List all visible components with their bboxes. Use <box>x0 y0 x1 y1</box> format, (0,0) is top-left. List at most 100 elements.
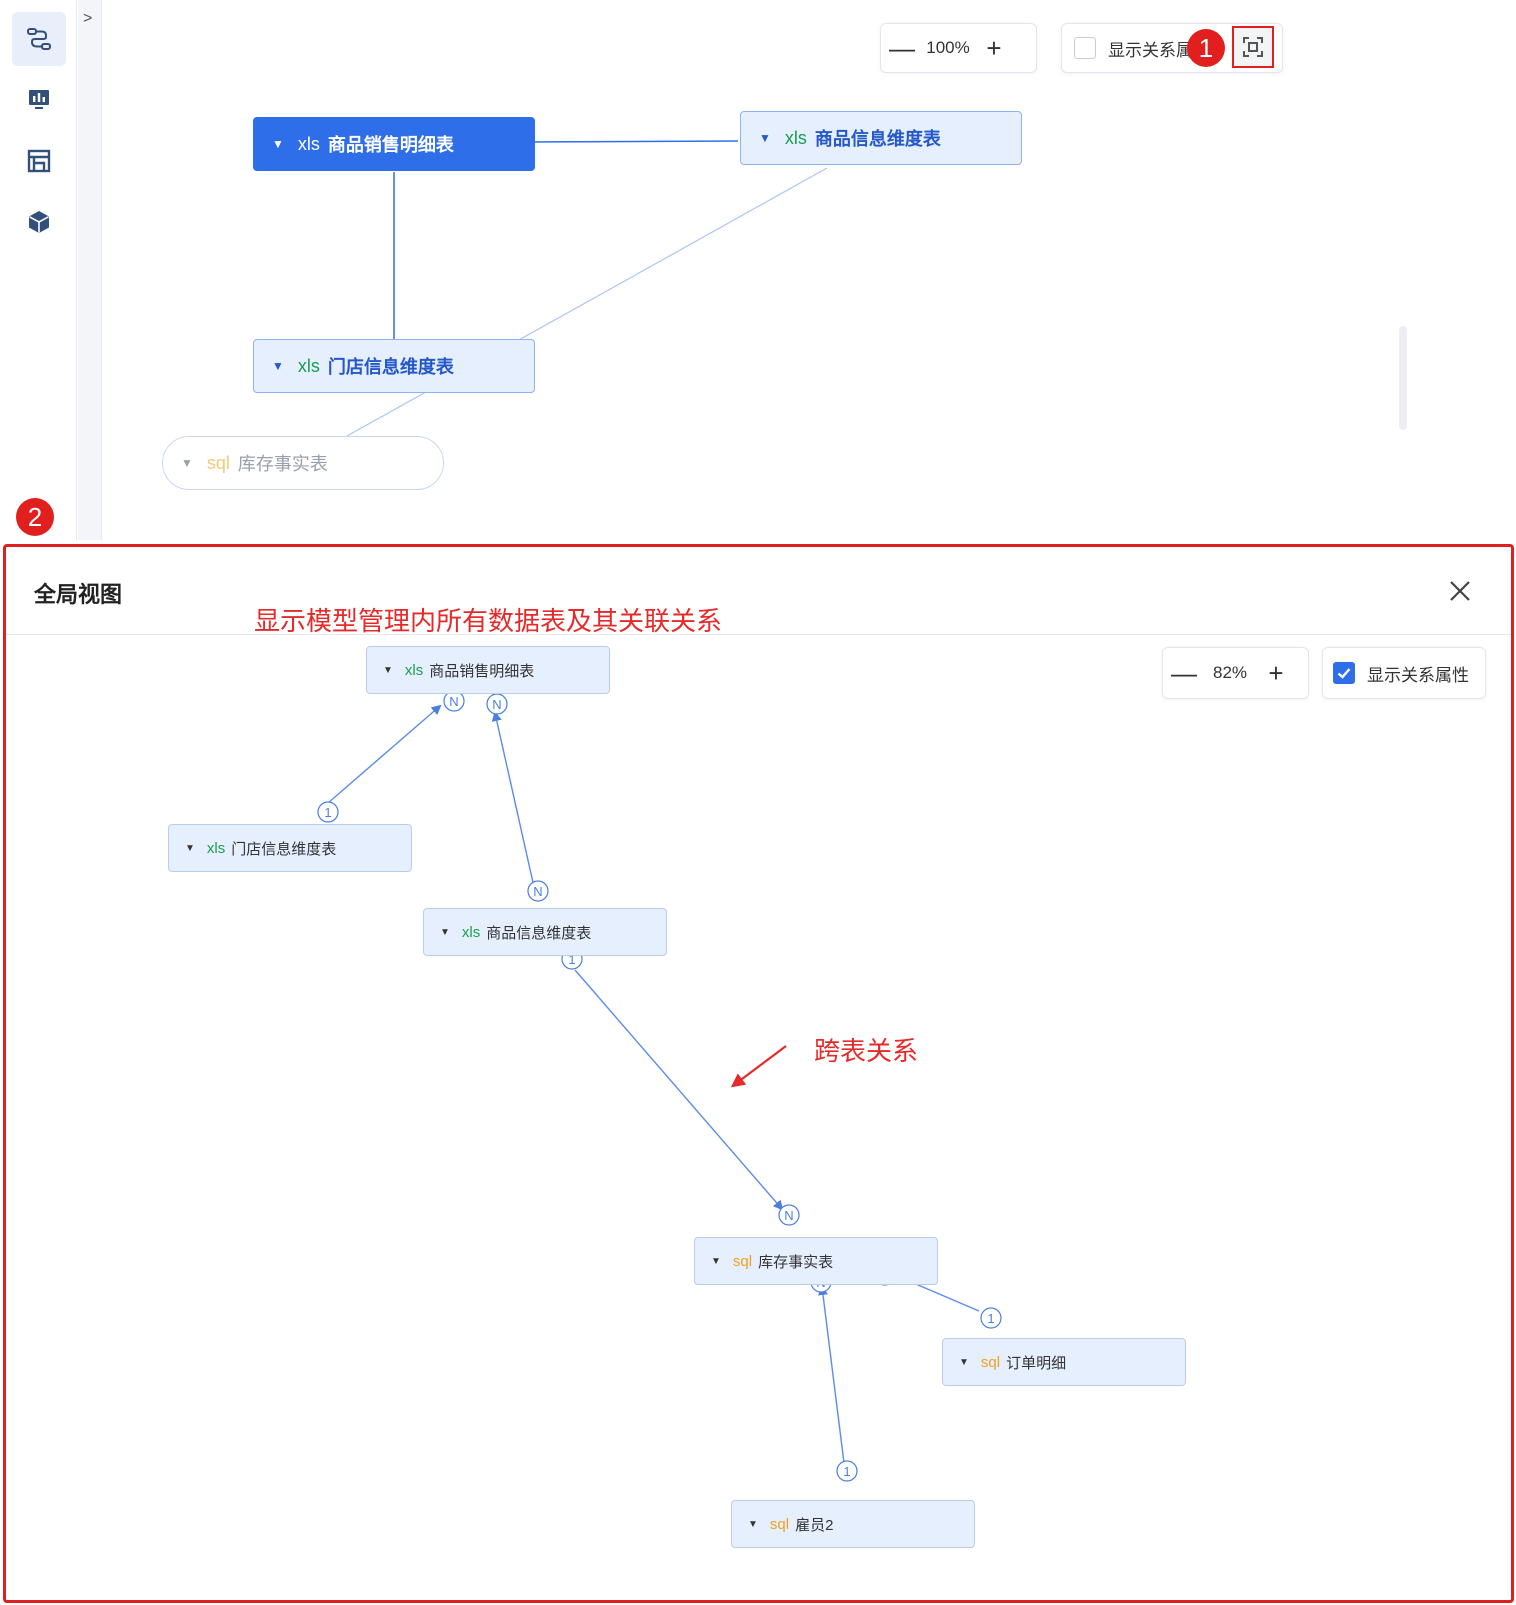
zoom-in-button[interactable]: + <box>1268 658 1284 688</box>
node-label: 商品信息维度表 <box>486 924 592 942</box>
step-badge-1: 1 <box>1187 29 1225 67</box>
global-view-button[interactable] <box>1232 26 1274 68</box>
dashboard-icon <box>27 149 51 173</box>
edge-sales-goods <box>521 140 739 143</box>
node-type: xls <box>404 661 424 679</box>
zoom-out-button[interactable]: — <box>889 33 915 63</box>
caret-down-icon[interactable]: ▼ <box>383 664 393 676</box>
node-type: sql <box>732 1252 753 1270</box>
node-type: sql <box>206 452 230 473</box>
canvas-zoom-control: — 100% + <box>880 23 1037 73</box>
chart-icon <box>29 90 49 109</box>
dialog-title: 全局视图 <box>34 582 123 607</box>
node-type: sql <box>769 1515 790 1533</box>
dialog-show-relation-attr-toggle[interactable]: 显示关系属性 <box>1322 647 1486 699</box>
cardinality-marker: 1 <box>980 1307 1002 1329</box>
vertical-scrollbar[interactable] <box>1399 326 1407 430</box>
cardinality-marker: 1 <box>836 1460 858 1482</box>
svg-text:N: N <box>449 694 458 709</box>
relation-line[interactable] <box>574 969 784 1211</box>
cardinality-marker: N <box>443 690 465 712</box>
annotation-arrow <box>730 1045 787 1088</box>
sidebar-item-cube[interactable] <box>12 195 66 249</box>
relation-line[interactable] <box>818 1285 845 1464</box>
global-view-dialog: 全局视图 显示模型管理内所有数据表及其关联关系 跨表关系 <box>3 544 1514 1603</box>
caret-down-icon[interactable]: ▼ <box>748 1518 758 1530</box>
node-label: 库存事实表 <box>758 1253 834 1271</box>
node-goods-dimension[interactable]: ▼ xls 商品信息维度表 <box>740 111 1022 165</box>
svg-text:N: N <box>784 1208 793 1223</box>
svg-text:1: 1 <box>987 1311 994 1326</box>
show-relation-attr-label: 显示关系属 <box>1108 40 1193 60</box>
caret-down-icon[interactable]: ▼ <box>759 131 771 145</box>
node-label: 库存事实表 <box>237 454 328 474</box>
node-label: 商品销售明细表 <box>327 135 454 155</box>
caret-down-icon[interactable]: ▼ <box>272 137 284 151</box>
node-type: xls <box>297 355 320 376</box>
gnode-employee2[interactable]: ▼ sql 雇员2 <box>731 1500 975 1548</box>
edge-goods-inventory <box>346 167 828 437</box>
caret-down-icon[interactable]: ▼ <box>185 842 195 854</box>
node-label: 商品销售明细表 <box>429 662 535 680</box>
node-inventory-ghost[interactable]: ▼ sql 库存事实表 <box>162 436 444 490</box>
sidebar-item-relationship[interactable] <box>12 12 66 66</box>
annotation-cross-table: 跨表关系 <box>814 1036 919 1066</box>
caret-down-icon[interactable]: ▼ <box>711 1255 721 1267</box>
caret-down-icon[interactable]: ▼ <box>959 1356 969 1368</box>
model-canvas: ▼ xls 商品销售明细表 ▼ xls 商品信息维度表 ▼ xls 门店信息维度… <box>103 0 1516 540</box>
node-type: xls <box>206 839 226 857</box>
zoom-level: 82% <box>1212 663 1248 682</box>
cardinality-marker: N <box>527 880 549 902</box>
show-relation-attr-checkbox[interactable] <box>1333 662 1355 684</box>
checkmark-icon <box>1337 668 1351 679</box>
global-view-edges: N N 1 N 1 N N N 1 1 <box>317 690 1002 1482</box>
cardinality-marker: N <box>778 1204 800 1226</box>
annotation-all-tables: 显示模型管理内所有数据表及其关联关系 <box>254 606 723 636</box>
sidebar-item-chart[interactable] <box>12 73 66 127</box>
cardinality-marker: N <box>486 693 508 715</box>
node-label: 门店信息维度表 <box>231 840 337 858</box>
relation-line[interactable] <box>327 704 442 804</box>
node-type: sql <box>980 1353 1001 1371</box>
dialog-zoom-control: — 82% + <box>1162 647 1309 699</box>
caret-down-icon[interactable]: ▼ <box>181 456 193 470</box>
node-type: xls <box>784 127 807 148</box>
caret-down-icon[interactable]: ▼ <box>440 926 450 938</box>
gnode-store-dimension[interactable]: ▼ xls 门店信息维度表 <box>168 824 412 872</box>
left-sidebar <box>0 0 77 540</box>
zoom-level: 100% <box>926 38 970 57</box>
zoom-in-button[interactable]: + <box>986 33 1002 63</box>
cube-icon <box>29 211 49 233</box>
cardinality-marker: 1 <box>317 801 339 823</box>
svg-text:N: N <box>492 697 501 712</box>
step-badge-2: 2 <box>16 498 54 536</box>
gnode-order-detail[interactable]: ▼ sql 订单明细 <box>942 1338 1186 1386</box>
show-relation-attr-checkbox[interactable] <box>1074 37 1096 59</box>
svg-text:1: 1 <box>568 952 575 967</box>
node-label: 商品信息维度表 <box>814 129 941 149</box>
show-relation-attr-toggle[interactable]: 显示关系属 <box>1061 23 1283 73</box>
svg-text:N: N <box>533 884 542 899</box>
svg-text:1: 1 <box>324 805 331 820</box>
chevron-right-icon[interactable]: > <box>83 10 93 27</box>
gnode-sales-detail[interactable]: ▼ xls 商品销售明细表 <box>366 646 610 694</box>
node-type: xls <box>297 133 320 154</box>
sidebar-item-dashboard[interactable] <box>12 134 66 188</box>
caret-down-icon[interactable]: ▼ <box>272 359 284 373</box>
sidebar-collapse-strip[interactable]: > <box>78 0 102 540</box>
close-icon[interactable] <box>1446 577 1474 605</box>
node-label: 门店信息维度表 <box>327 357 454 377</box>
node-sales-detail[interactable]: ▼ xls 商品销售明细表 <box>253 117 535 171</box>
node-store-dimension[interactable]: ▼ xls 门店信息维度表 <box>253 339 535 393</box>
dialog-header: 全局视图 <box>6 547 1511 635</box>
relationship-icon <box>27 28 51 50</box>
fit-view-icon <box>1243 37 1263 57</box>
zoom-out-button[interactable]: — <box>1171 658 1197 688</box>
node-type: xls <box>461 923 481 941</box>
gnode-inventory-fact[interactable]: ▼ sql 库存事实表 <box>694 1237 938 1285</box>
node-label: 雇员2 <box>795 1516 834 1534</box>
relation-line[interactable] <box>491 711 535 888</box>
svg-text:1: 1 <box>843 1464 850 1479</box>
gnode-goods-dimension[interactable]: ▼ xls 商品信息维度表 <box>423 908 667 956</box>
